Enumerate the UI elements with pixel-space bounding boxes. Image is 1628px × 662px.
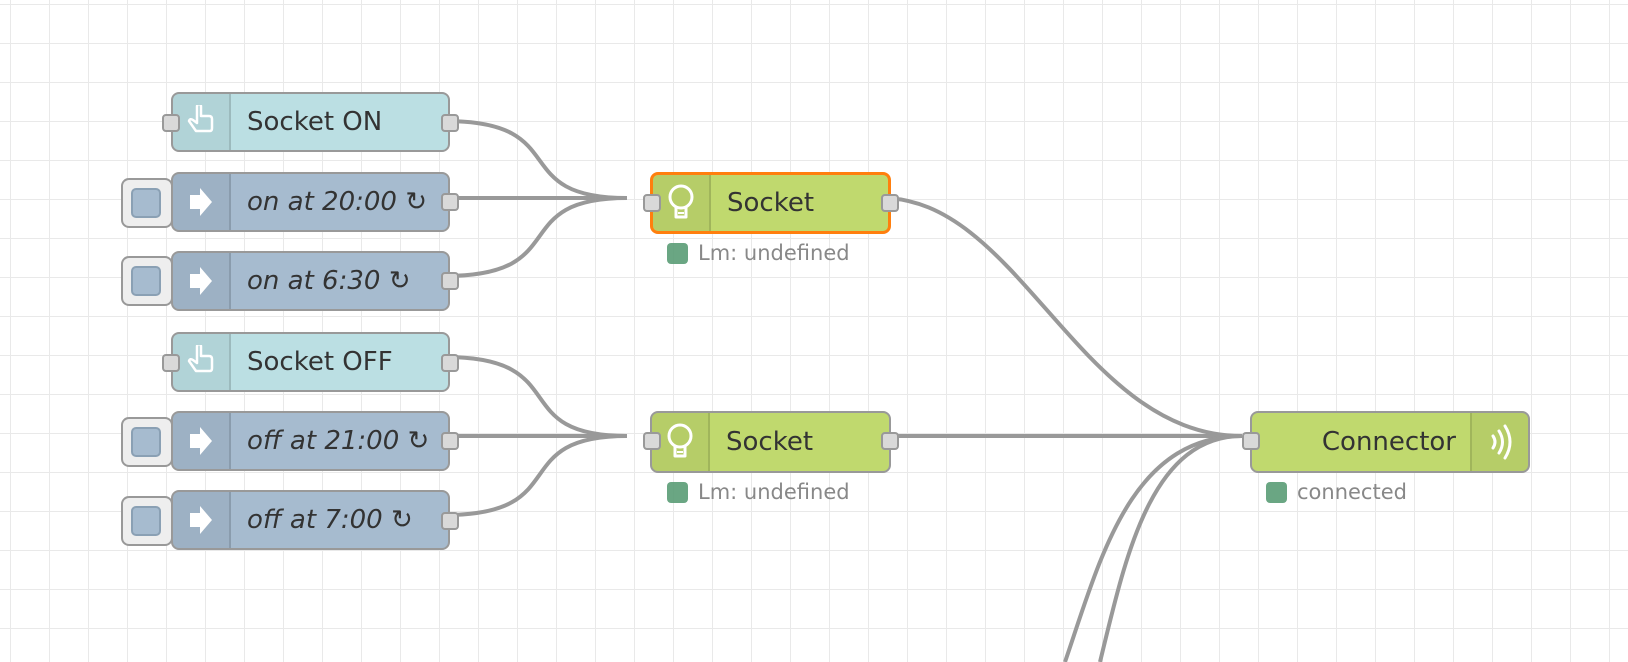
wireless-signal-icon — [1470, 413, 1528, 471]
wire-socket-to-connector[interactable] — [881, 196, 1243, 438]
off-21-output-port[interactable] — [441, 432, 459, 450]
node-label: on at 20:00 ↻ — [247, 187, 428, 217]
status-dot-icon — [1266, 481, 1287, 503]
node-label: off at 21:00 ↻ — [247, 426, 430, 456]
lightbulb-icon — [652, 413, 710, 471]
node-label: on at 6:30 ↻ — [247, 266, 411, 296]
status-dot-icon — [667, 242, 688, 264]
node-label: Socket — [727, 188, 815, 218]
socket-hue-node-2[interactable]: Socket — [650, 411, 891, 473]
status-text: connected — [1297, 480, 1407, 504]
on-20-inject-node[interactable]: on at 20:00 ↻ — [171, 172, 450, 232]
lightbulb-icon — [653, 175, 711, 231]
wire-off-7-to-socket[interactable] — [444, 434, 628, 517]
socket-2-status: Lm: undefined — [667, 480, 850, 504]
arrow-right-icon — [173, 253, 231, 309]
wire-offscreen-to-connector-a[interactable] — [1063, 434, 1243, 662]
socket-off-output-port[interactable] — [441, 354, 459, 372]
node-label: Socket OFF — [247, 347, 393, 377]
socket-2-input-port[interactable] — [643, 432, 661, 450]
off-21-inject-node[interactable]: off at 21:00 ↻ — [171, 411, 450, 471]
on-20-output-port[interactable] — [441, 193, 459, 211]
socket-off-input-port[interactable] — [162, 354, 180, 372]
on-630-inject-node[interactable]: on at 6:30 ↻ — [171, 251, 450, 311]
on-630-inject-trigger-button[interactable] — [121, 256, 173, 306]
hand-pointer-icon — [173, 94, 231, 150]
status-text: Lm: undefined — [698, 241, 850, 265]
socket-1-input-port[interactable] — [643, 194, 661, 212]
connector-input-port[interactable] — [1242, 432, 1260, 450]
socket-on-input-port[interactable] — [162, 114, 180, 132]
off-7-inject-node[interactable]: off at 7:00 ↻ — [171, 490, 450, 550]
on-630-output-port[interactable] — [441, 272, 459, 290]
status-dot-icon — [667, 481, 688, 503]
socket-off-button-node[interactable]: Socket OFF — [171, 332, 450, 392]
on-20-inject-trigger-button[interactable] — [121, 178, 173, 228]
wire-socket-on-to-socket[interactable] — [444, 119, 628, 200]
node-label: Connector — [1321, 427, 1456, 457]
hand-pointer-icon — [173, 334, 231, 390]
node-label: Socket — [726, 427, 814, 457]
connector-node[interactable]: Connector — [1250, 411, 1530, 473]
node-label: off at 7:00 ↻ — [247, 505, 413, 535]
socket-on-button-node[interactable]: Socket ON — [171, 92, 450, 152]
socket-1-status: Lm: undefined — [667, 241, 850, 265]
arrow-right-icon — [173, 413, 231, 469]
node-label: Socket ON — [247, 107, 383, 137]
arrow-right-icon — [173, 174, 231, 230]
arrow-right-icon — [173, 492, 231, 548]
connector-status: connected — [1266, 480, 1407, 504]
socket-2-output-port[interactable] — [881, 432, 899, 450]
socket-1-output-port[interactable] — [881, 194, 899, 212]
off-7-output-port[interactable] — [441, 512, 459, 530]
off-7-inject-trigger-button[interactable] — [121, 496, 173, 546]
wire-offscreen-to-connector-b[interactable] — [1098, 434, 1243, 662]
status-text: Lm: undefined — [698, 480, 850, 504]
socket-on-output-port[interactable] — [441, 114, 459, 132]
wire-socket-off-to-socket[interactable] — [444, 355, 628, 438]
off-21-inject-trigger-button[interactable] — [121, 417, 173, 467]
wire-on-630-to-socket[interactable] — [444, 196, 628, 278]
socket-hue-node-1[interactable]: Socket — [650, 172, 891, 234]
